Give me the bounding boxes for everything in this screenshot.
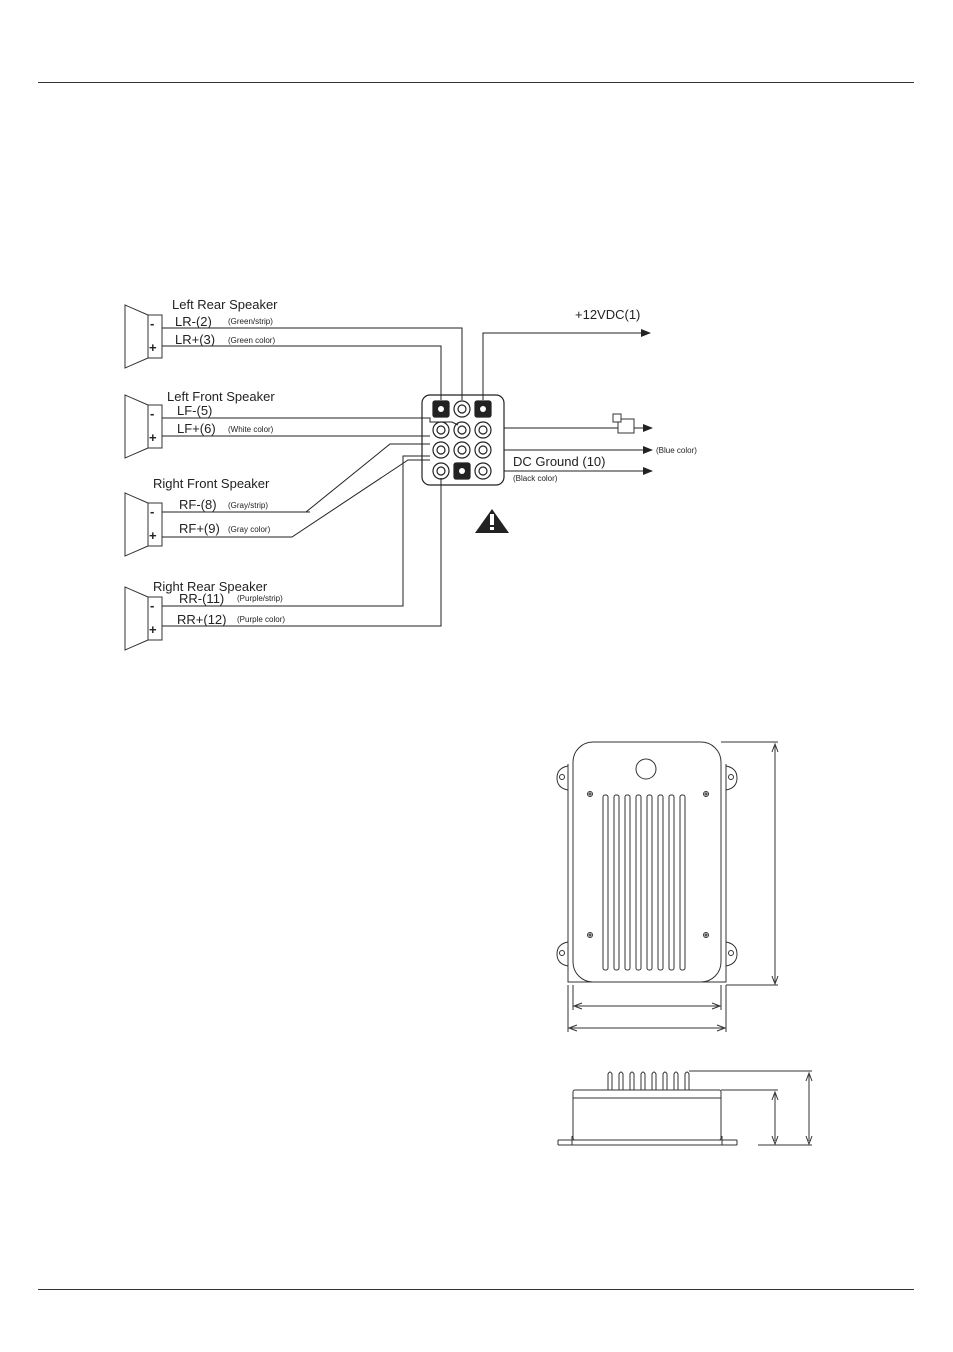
speaker-icon-left-rear bbox=[124, 304, 163, 369]
wire-color-rf-pos: (Gray color) bbox=[228, 525, 271, 534]
ground-label: DC Ground (10) bbox=[513, 454, 605, 469]
bottom-rule bbox=[38, 1289, 914, 1290]
wire-label-lf-neg: LF-(5) bbox=[177, 403, 212, 418]
warning-icon bbox=[475, 509, 509, 533]
top-rule bbox=[38, 82, 914, 83]
speaker-icon-right-rear bbox=[124, 586, 163, 651]
power-label: +12VDC(1) bbox=[575, 307, 640, 322]
terminal-plus-rf: + bbox=[149, 528, 157, 543]
wire-label-rf-neg: RF-(8) bbox=[179, 497, 217, 512]
remote-color-label: (Blue color) bbox=[656, 446, 697, 455]
terminal-plus-lf: + bbox=[149, 430, 157, 445]
plug-icon bbox=[612, 413, 635, 434]
wire-color-lf-pos: (White color) bbox=[228, 425, 274, 434]
terminal-minus-rf: - bbox=[150, 504, 154, 519]
wire-color-lr-pos: (Green color) bbox=[228, 336, 275, 345]
wire-color-rr-neg: (Purple/strip) bbox=[237, 594, 283, 603]
connector-block bbox=[421, 394, 505, 486]
terminal-minus-lf: - bbox=[150, 406, 154, 421]
wire-label-rr-neg: RR-(11) bbox=[179, 591, 224, 606]
speaker-title-left-front: Left Front Speaker bbox=[167, 389, 275, 404]
speaker-title-right-front: Right Front Speaker bbox=[153, 476, 270, 491]
speaker-title-right-rear: Right Rear Speaker bbox=[153, 579, 268, 594]
wires bbox=[162, 327, 653, 627]
terminal-plus-rr: + bbox=[149, 622, 157, 637]
wire-color-rf-neg: (Gray/strip) bbox=[228, 501, 268, 510]
speaker-title-left-rear: Left Rear Speaker bbox=[172, 297, 278, 312]
wire-label-lf-pos: LF+(6) bbox=[177, 421, 216, 436]
wire-label-lr-pos: LR+(3) bbox=[175, 332, 215, 347]
ground-color-label: (Black color) bbox=[513, 474, 558, 483]
terminal-minus-lr: - bbox=[150, 316, 154, 331]
terminal-plus-lr: + bbox=[149, 340, 157, 355]
speaker-icon-right-front bbox=[124, 492, 163, 557]
wire-label-lr-neg: LR-(2) bbox=[175, 314, 212, 329]
wire-color-rr-pos: (Purple color) bbox=[237, 615, 285, 624]
wire-color-lr-neg: (Green/strip) bbox=[228, 317, 273, 326]
wire-label-rf-pos: RF+(9) bbox=[179, 521, 220, 536]
wire-label-rr-pos: RR+(12) bbox=[177, 612, 227, 627]
terminal-minus-rr: - bbox=[150, 598, 154, 613]
speaker-icon-left-front bbox=[124, 394, 163, 459]
